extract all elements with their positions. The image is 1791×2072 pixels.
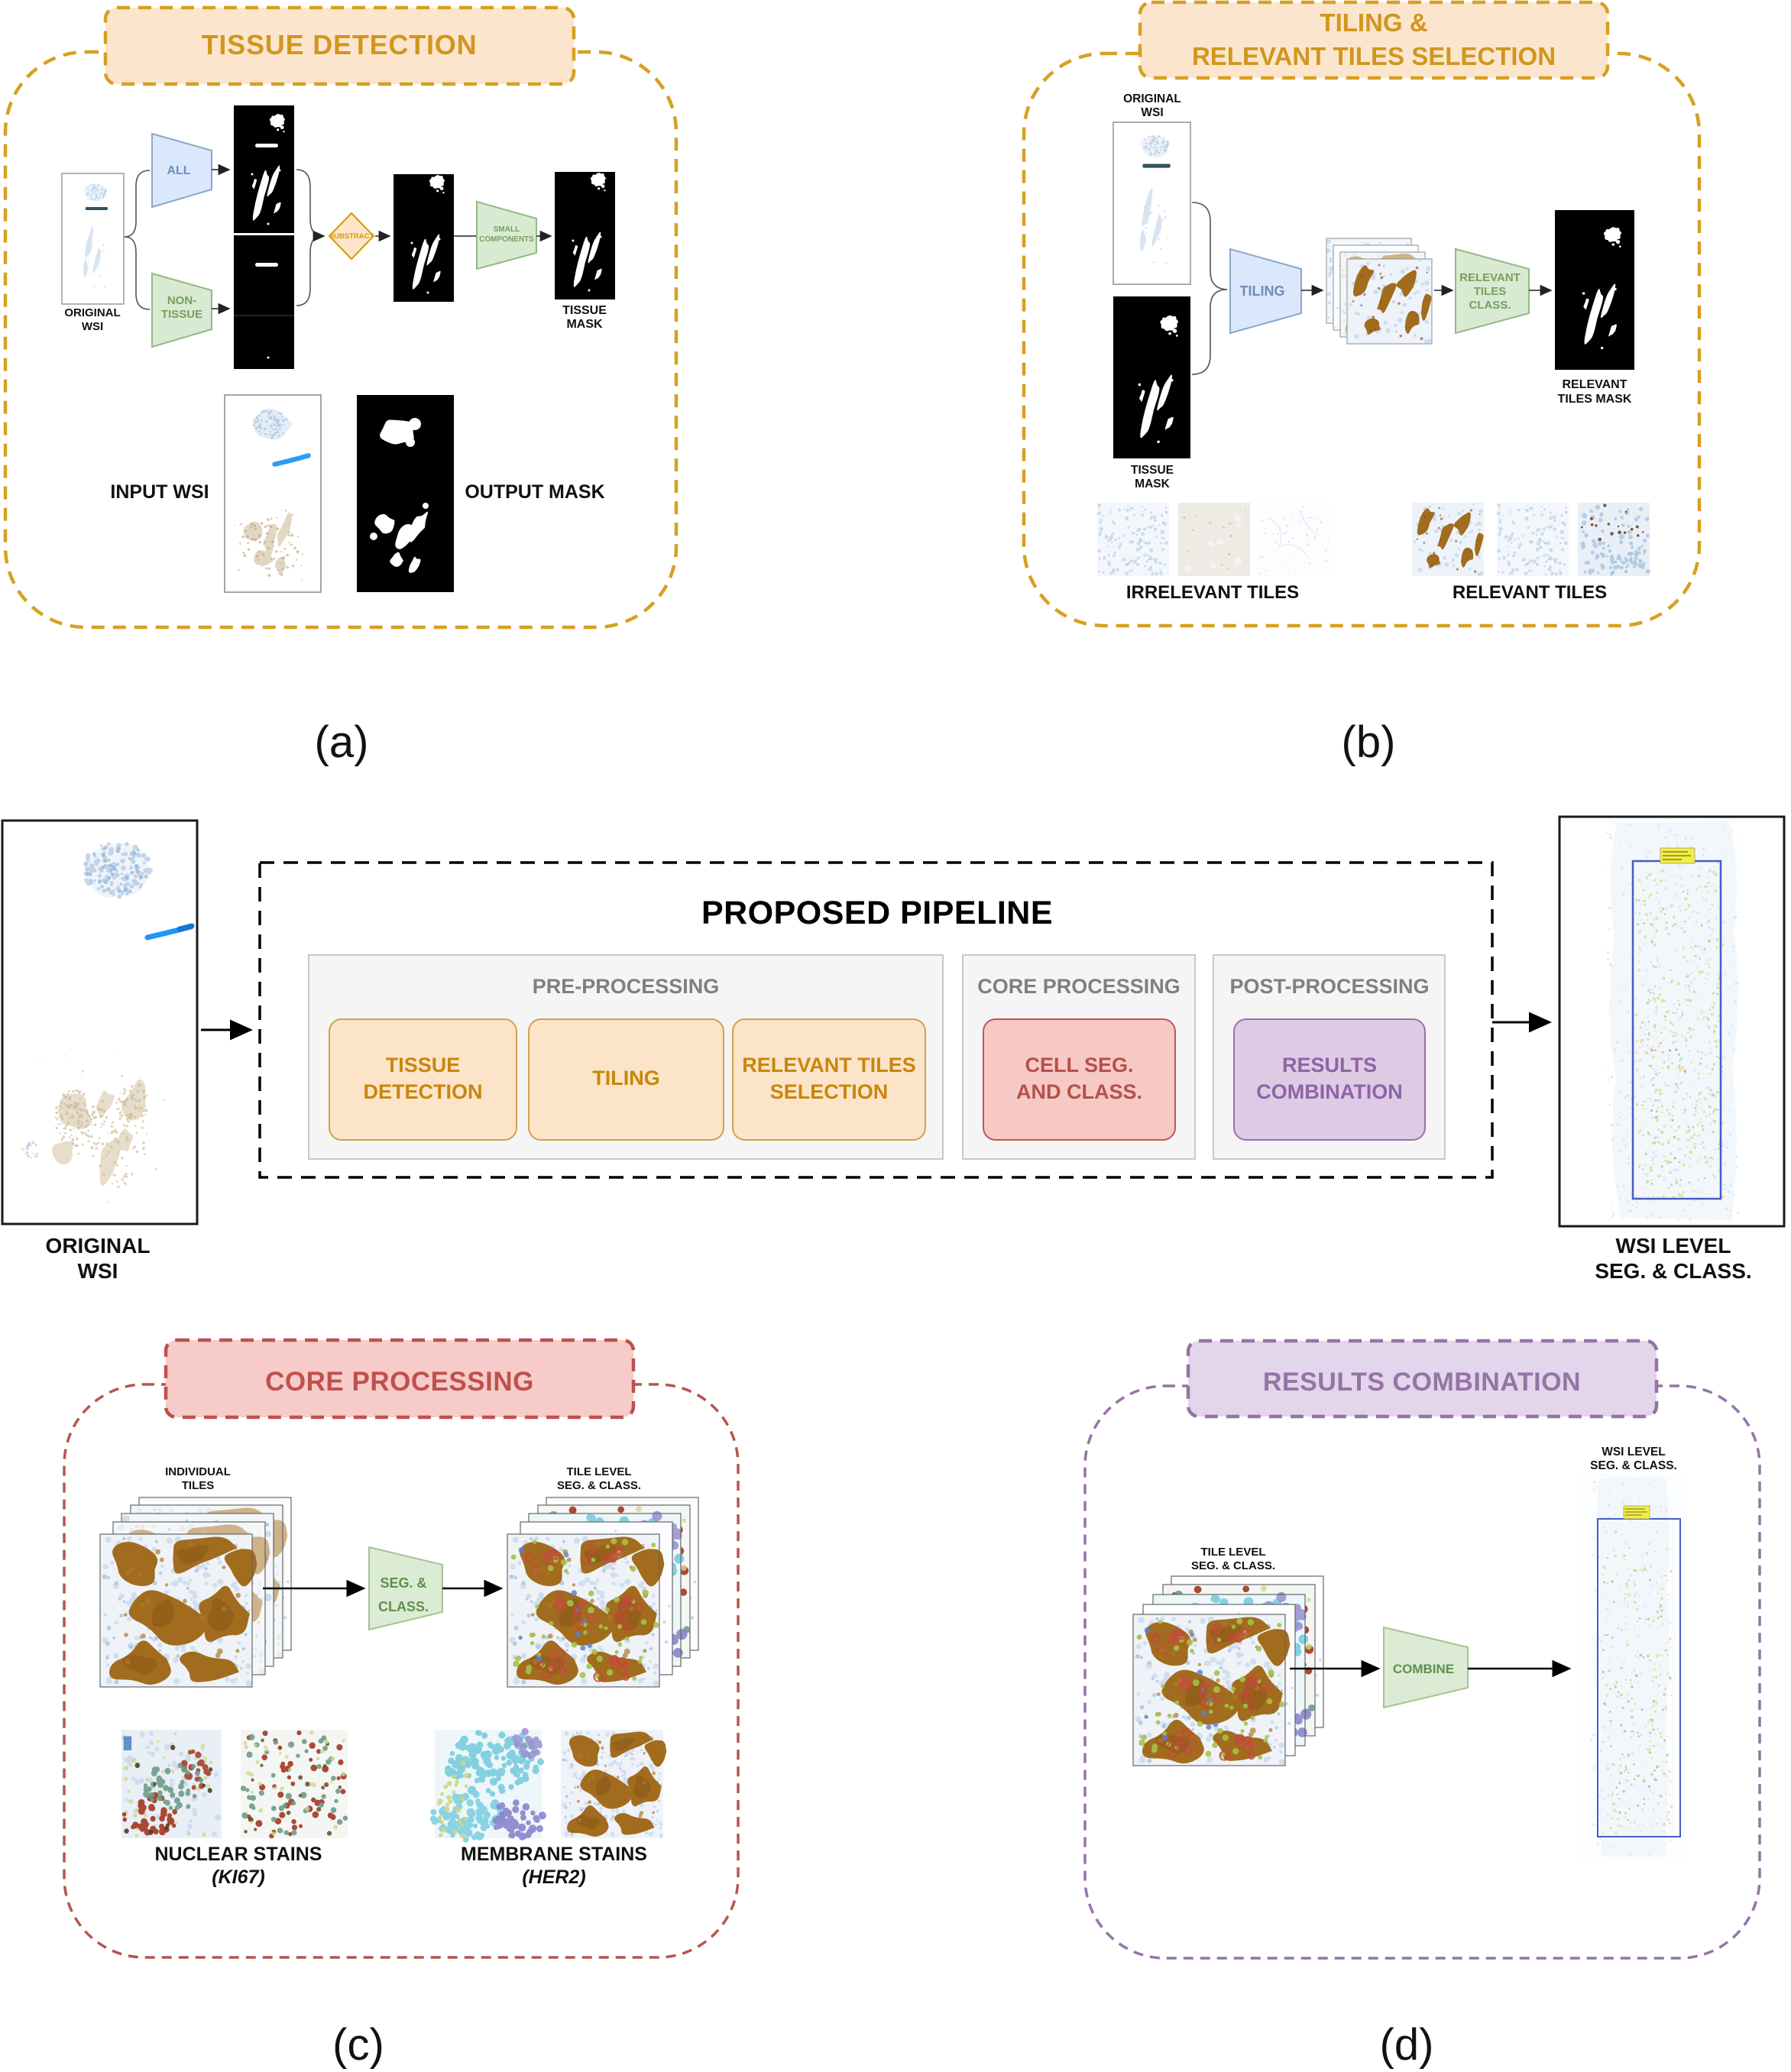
svg-text:(d): (d) xyxy=(1380,2020,1434,2070)
svg-text:WSI: WSI xyxy=(82,320,103,333)
svg-text:(c): (c) xyxy=(332,2020,384,2070)
svg-text:RELEVANT TILES SELECTION: RELEVANT TILES SELECTION xyxy=(1192,42,1556,70)
svg-text:SELECTION: SELECTION xyxy=(770,1080,889,1103)
svg-text:CELL SEG.: CELL SEG. xyxy=(1025,1054,1133,1076)
svg-text:MASK: MASK xyxy=(566,318,603,331)
svg-text:OUTPUT MASK: OUTPUT MASK xyxy=(465,481,604,503)
svg-text:DETECTION: DETECTION xyxy=(363,1080,482,1103)
svg-text:AND CLASS.: AND CLASS. xyxy=(1016,1080,1142,1103)
svg-text:(b): (b) xyxy=(1342,717,1396,767)
svg-text:SUBSTRACT: SUBSTRACT xyxy=(329,232,374,241)
svg-text:CORE PROCESSING: CORE PROCESSING xyxy=(265,1367,534,1397)
svg-text:PRE-PROCESSING: PRE-PROCESSING xyxy=(533,975,720,998)
svg-text:RESULTS: RESULTS xyxy=(1282,1054,1377,1076)
svg-text:ORIGINAL: ORIGINAL xyxy=(64,306,120,319)
svg-text:COMPONENTS: COMPONENTS xyxy=(479,235,534,244)
svg-text:TISSUE DETECTION: TISSUE DETECTION xyxy=(202,29,478,60)
svg-text:TISSUE: TISSUE xyxy=(161,308,202,321)
svg-text:POST-PROCESSING: POST-PROCESSING xyxy=(1229,975,1429,998)
svg-text:TISSUE: TISSUE xyxy=(562,304,607,317)
svg-text:TILING: TILING xyxy=(592,1067,660,1089)
svg-text:IRRELEVANT TILES: IRRELEVANT TILES xyxy=(1126,582,1299,603)
svg-text:ORIGINAL: ORIGINAL xyxy=(1123,92,1181,105)
svg-text:SEG. & CLASS.: SEG. & CLASS. xyxy=(1590,1459,1677,1472)
svg-text:MASK: MASK xyxy=(1135,478,1170,490)
svg-text:TILING: TILING xyxy=(1240,283,1285,299)
svg-text:TILES: TILES xyxy=(182,1479,215,1492)
svg-text:MEMBRANE STAINS: MEMBRANE STAINS xyxy=(461,1844,647,1865)
svg-text:CLASS.: CLASS. xyxy=(1469,299,1511,312)
svg-text:SEG. & CLASS.: SEG. & CLASS. xyxy=(557,1479,641,1492)
svg-text:(KI67): (KI67) xyxy=(212,1866,264,1888)
svg-text:TISSUE: TISSUE xyxy=(386,1054,461,1076)
svg-text:PROPOSED PIPELINE: PROPOSED PIPELINE xyxy=(701,895,1053,931)
svg-text:CLASS.: CLASS. xyxy=(378,1599,429,1614)
svg-text:RESULTS COMBINATION: RESULTS COMBINATION xyxy=(1263,1368,1581,1397)
svg-text:NON-: NON- xyxy=(167,294,196,307)
svg-text:TILES MASK: TILES MASK xyxy=(1558,393,1632,406)
svg-text:NUCLEAR STAINS: NUCLEAR STAINS xyxy=(155,1844,322,1865)
svg-text:RELEVANT TILES: RELEVANT TILES xyxy=(1453,582,1607,603)
svg-text:TILING &: TILING & xyxy=(1320,8,1427,37)
svg-text:INDIVIDUAL: INDIVIDUAL xyxy=(165,1465,231,1478)
svg-text:WSI LEVEL: WSI LEVEL xyxy=(1616,1234,1731,1258)
svg-text:RELEVANT: RELEVANT xyxy=(1562,378,1627,391)
svg-text:(a): (a) xyxy=(315,717,369,767)
svg-text:ORIGINAL: ORIGINAL xyxy=(46,1234,151,1258)
svg-text:RELEVANT: RELEVANT xyxy=(1459,271,1521,284)
svg-text:WSI LEVEL: WSI LEVEL xyxy=(1602,1446,1666,1458)
svg-text:COMBINE: COMBINE xyxy=(1393,1662,1454,1676)
svg-text:TILE LEVEL: TILE LEVEL xyxy=(566,1465,631,1478)
svg-text:TILES: TILES xyxy=(1474,285,1507,298)
svg-text:TILE LEVEL: TILE LEVEL xyxy=(1200,1546,1265,1559)
svg-text:CORE PROCESSING: CORE PROCESSING xyxy=(977,975,1181,998)
svg-text:WSI: WSI xyxy=(1141,106,1163,119)
svg-text:SEG. & CLASS.: SEG. & CLASS. xyxy=(1191,1559,1275,1572)
svg-text:INPUT WSI: INPUT WSI xyxy=(110,481,209,503)
svg-text:WSI: WSI xyxy=(78,1259,118,1283)
svg-text:(HER2): (HER2) xyxy=(522,1866,585,1888)
svg-text:TISSUE: TISSUE xyxy=(1131,464,1174,477)
svg-text:COMBINATION: COMBINATION xyxy=(1256,1080,1402,1103)
svg-text:SMALL: SMALL xyxy=(494,225,520,234)
svg-text:SEG. & CLASS.: SEG. & CLASS. xyxy=(1595,1259,1751,1283)
svg-text:RELEVANT TILES: RELEVANT TILES xyxy=(742,1054,916,1076)
svg-text:ALL: ALL xyxy=(167,164,190,177)
svg-text:SEG. &: SEG. & xyxy=(380,1575,426,1591)
